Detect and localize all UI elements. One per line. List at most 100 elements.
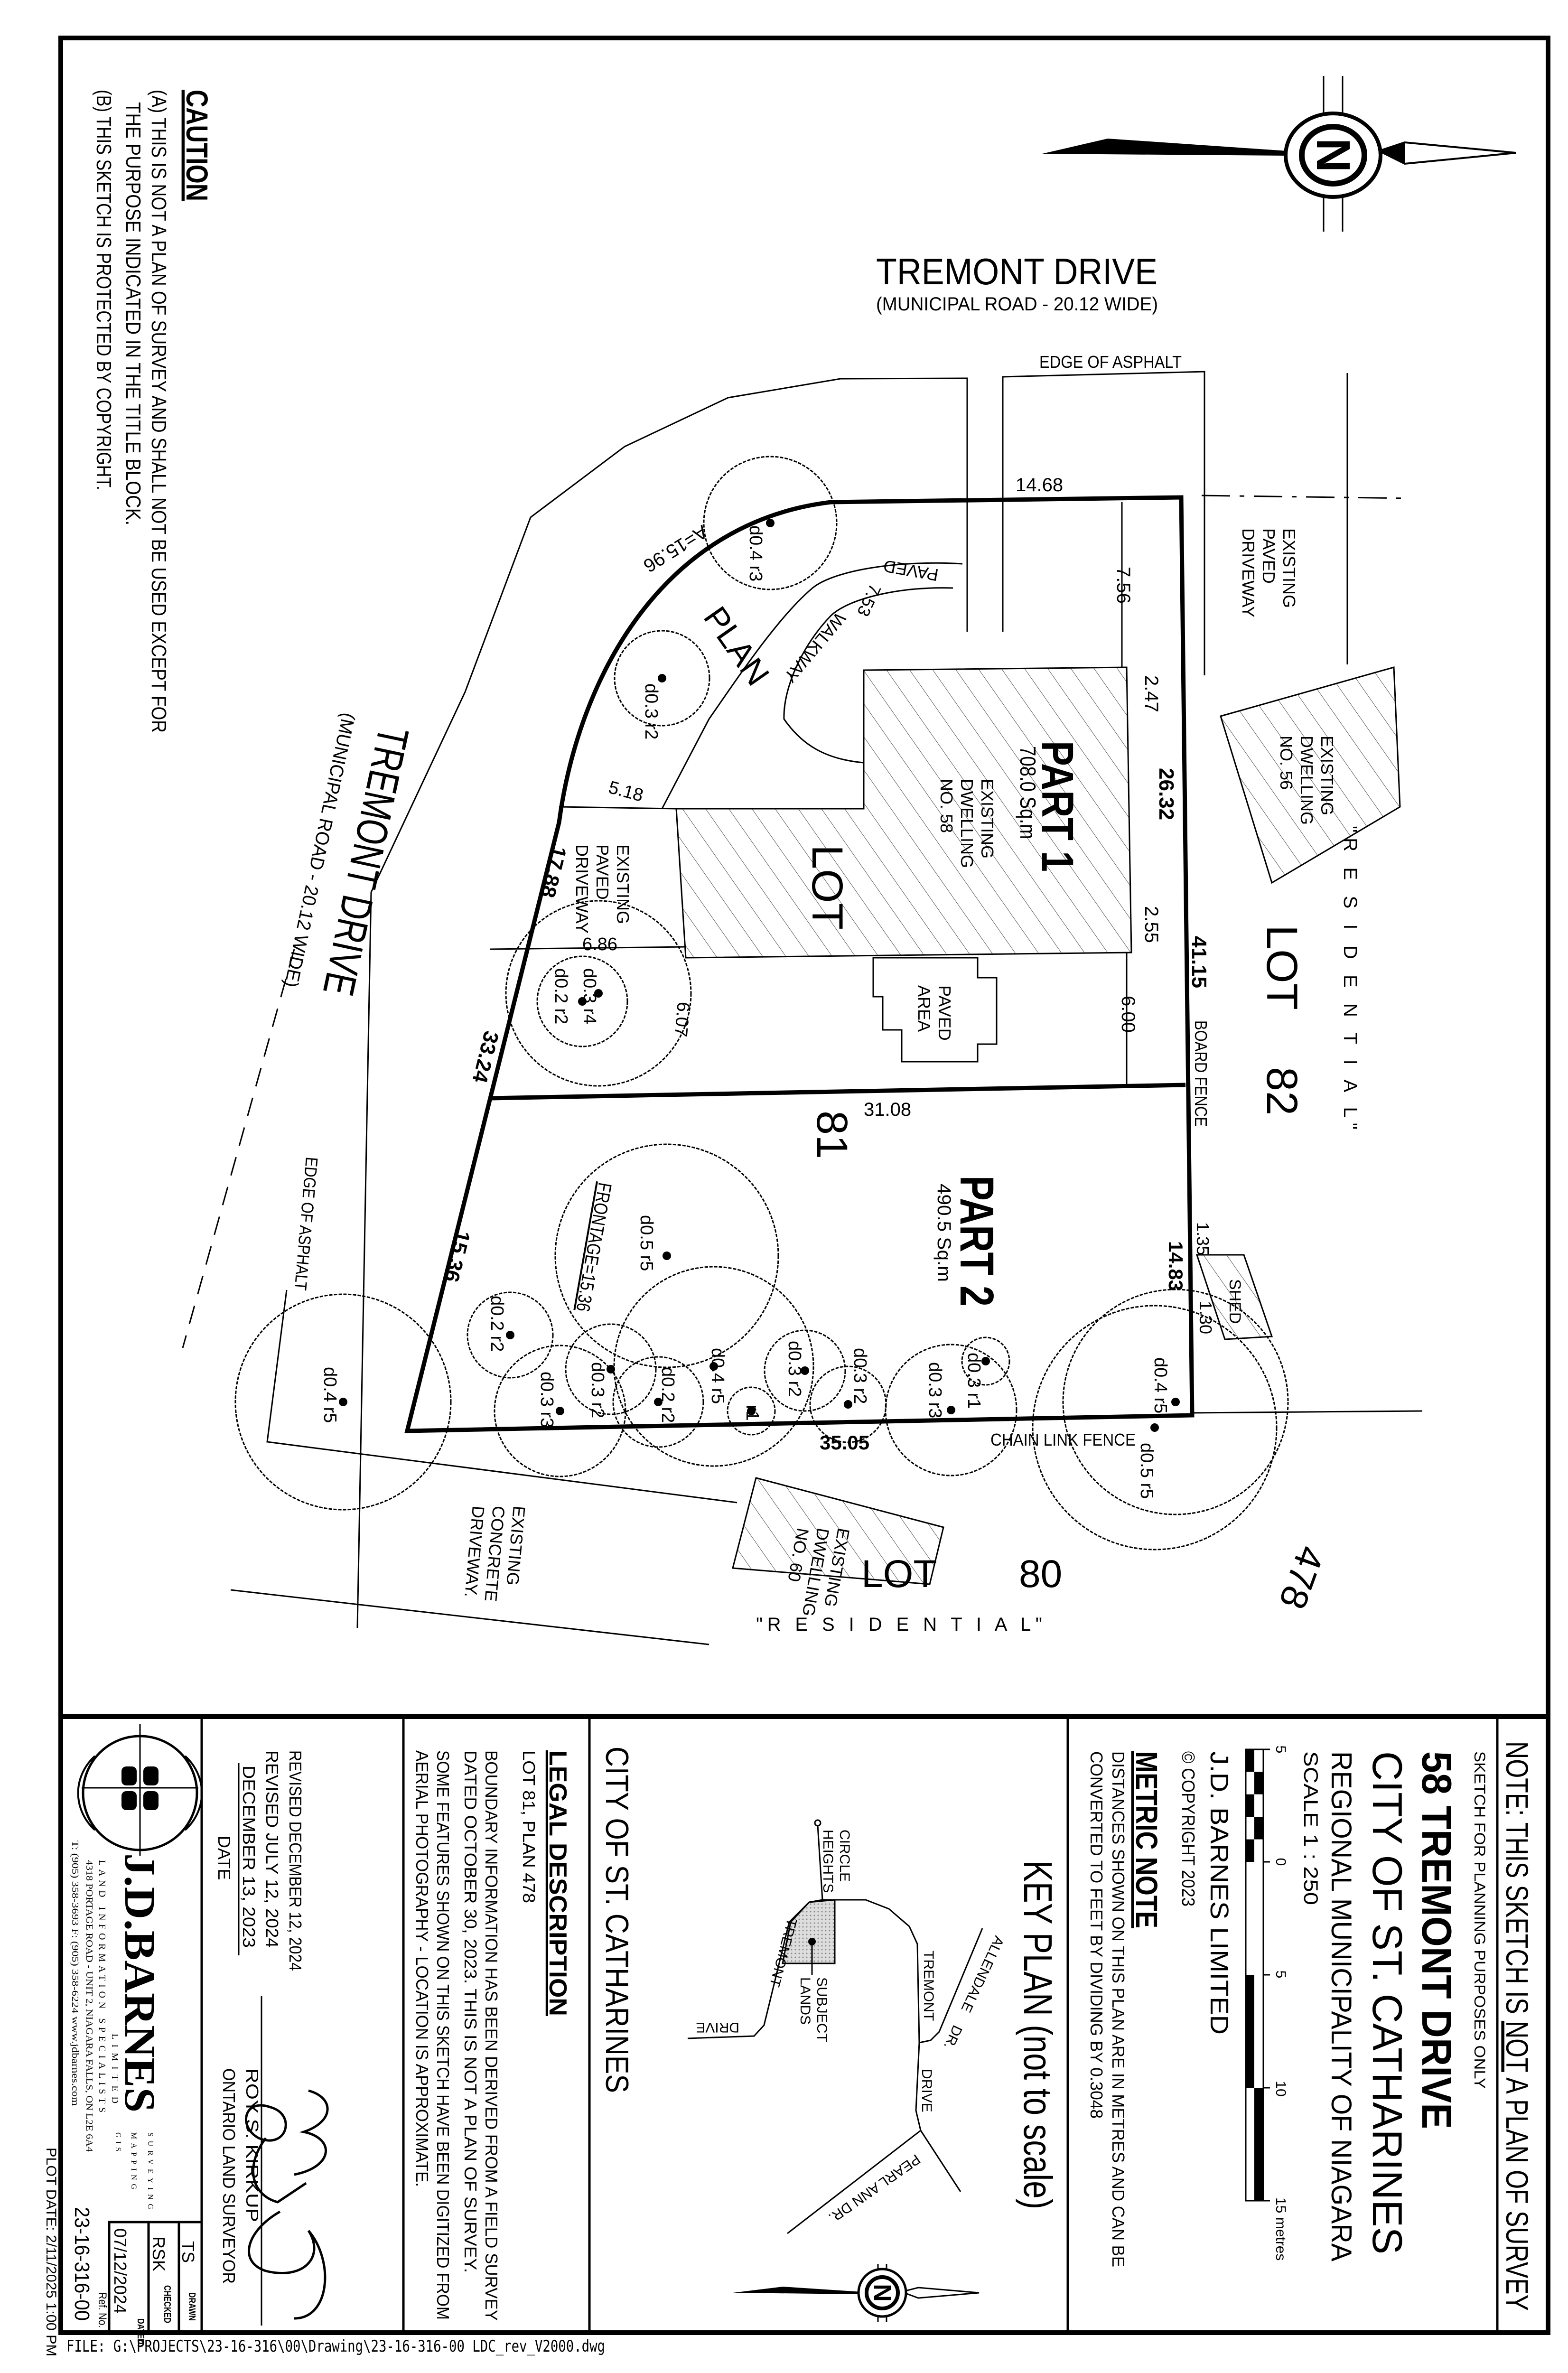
legal-lot-plan: LOT 81, PLAN 478: [519, 1750, 539, 1903]
dim-2-47: 2.47: [1141, 675, 1162, 712]
caution-heading: CAUTION: [180, 90, 214, 201]
tree-trunk-dot: [747, 1407, 756, 1415]
tree-trunk-dot: [709, 1362, 718, 1371]
scale-block: [1254, 1817, 1263, 1840]
tree-canopy-icon: [727, 1386, 776, 1436]
caution-line-b: (B) THIS SKETCH IS PROTECTED BY COPYRIGH…: [92, 90, 115, 490]
key-plan-pearl-ann-road: [787, 2130, 921, 2234]
tree-label: r1: [742, 1405, 762, 1421]
dim-41-15: 41.15: [1187, 936, 1211, 988]
cul-de-sac-icon: [814, 1819, 821, 1827]
tree-trunk-dot: [1150, 1423, 1159, 1432]
original-date: DECEMBER 13, 2023: [239, 1766, 259, 1948]
tree-label: d0.5 r5: [1137, 1443, 1157, 1499]
lot-81-word: LOT: [803, 845, 851, 930]
legal-line: SOME FEATURES SHOWN ON THIS SKETCH HAVE …: [433, 1750, 453, 2320]
tree: d0.3 r1: [961, 1336, 1010, 1409]
key-plan-circle-heights: CIRCLE: [837, 1830, 852, 1882]
paved-area-outline: [872, 957, 998, 1063]
key-plan-circle-heights: HEIGHTS: [820, 1830, 836, 1893]
tree-label: d0.4 r3: [746, 525, 765, 581]
lot-80-word: LOT: [861, 1552, 937, 1596]
caution-line-a1: (A) THIS IS NOT A PLAN OF SURVEY AND SHA…: [147, 90, 170, 733]
north-arrow-icon: N: [1042, 76, 1516, 232]
shed-label: SHED: [1226, 1279, 1244, 1324]
logo-service: MAPPING: [130, 2132, 138, 2189]
surveyor-title: ONTARIO LAND SURVEYOR: [219, 2068, 239, 2284]
tree-label: d0.2 r2: [551, 968, 571, 1024]
paved-area-label: PAVED: [935, 985, 954, 1041]
subject-lands-area: [782, 1899, 836, 1964]
tree-label: d0.3 r4: [579, 968, 599, 1024]
legal-line: AERIAL PHOTOGRAPHY - LOCATION IS APPROXI…: [412, 1750, 432, 2187]
tree: d0.5 r5: [554, 1143, 779, 1368]
scale-block: [1246, 1794, 1254, 1817]
copyright: © COPYRIGHT 2023: [1178, 1751, 1198, 1906]
dim-7-56: 7.56: [1113, 567, 1134, 604]
tree-label: d0.3 r3: [537, 1372, 557, 1428]
key-plan-subject-lands: SUBJECT: [814, 1977, 830, 2042]
tree-label: d0.4 r5: [1150, 1357, 1170, 1413]
tree: d0.3 r2: [614, 630, 710, 739]
legal-description: LEGAL DESCRIPTION LOT 81, PLAN 478 BOUND…: [412, 1750, 571, 2321]
dwelling-58-label: EXISTING: [978, 779, 997, 859]
north-label: N: [1307, 138, 1360, 172]
note-banner: NOTE: THIS SKETCH IS NOT A PLAN OF SURVE…: [1500, 1741, 1535, 2311]
metric-note-line: DISTANCES SHOWN ON THIS PLAN ARE IN METR…: [1109, 1751, 1128, 2267]
dwelling-58-footprint: [675, 666, 1132, 959]
dim-14-83: 14.83: [1165, 1241, 1187, 1291]
tree-label: d0.3 r2: [641, 683, 661, 739]
key-plan-tremont-road: [687, 1899, 961, 2192]
key-plan-circle-heights-road: [817, 1825, 823, 1900]
key-plan-title: KEY PLAN (not to scale): [1016, 1860, 1060, 2209]
tree-canopy-icon: [703, 456, 838, 590]
key-plan-city: CITY OF ST. CATHARINES: [599, 1747, 635, 2093]
dim-26-32: 26.32: [1155, 768, 1178, 820]
scale-ratio: SCALE 1 : 250: [1300, 1751, 1322, 1905]
tree-canopy-icon: [554, 1143, 779, 1368]
tree-canopy-icon: [764, 1329, 846, 1412]
ref-label: Ref. No.: [96, 2292, 109, 2328]
key-plan-tremont-right: TREMONT: [921, 1951, 936, 2021]
scale-block: [1246, 1862, 1254, 1975]
drawn-value: TS: [178, 2241, 198, 2263]
tree-label: d0.2 r2: [487, 1296, 507, 1352]
tree: d0.3 r3: [494, 1345, 626, 1477]
part-2-label: PART 2: [950, 1176, 1003, 1307]
dim-17-88: 17.88: [536, 844, 571, 900]
tree: d0.2 r2: [612, 1356, 704, 1448]
checked-value: RSK: [149, 2236, 168, 2271]
key-plan-drive-right: DRIVE: [919, 2069, 934, 2112]
tree-label: d0.3 r3: [925, 1362, 945, 1418]
driveway-left-label: DRIVEWAY: [572, 844, 592, 934]
scale-tick-label: 5: [1273, 1971, 1288, 1979]
tree-trunk-dot: [594, 989, 603, 998]
key-plan: KEY PLAN (not to scale) CITY OF ST. CATH…: [599, 1747, 1060, 2322]
tree-label: d0.3 r2: [850, 1348, 870, 1404]
dim-15-36: 15.36: [439, 1228, 475, 1285]
lot-boundary: [404, 495, 1195, 1433]
revision-entry: REVISED DECEMBER 12, 2024: [286, 1750, 305, 1971]
scale-block: [1246, 1772, 1254, 1794]
tree: d0.4 r5: [1062, 1289, 1289, 1515]
part-1-label: PART 1: [1032, 741, 1083, 872]
top-road-width: (MUNICIPAL ROAD - 20.12 WIDE): [876, 294, 1158, 315]
tree-trunk-dot: [506, 1331, 514, 1339]
tree: d0.3 r2: [565, 1323, 657, 1418]
key-plan-subject-lands: LANDS: [797, 1977, 813, 2025]
checked-label: CHECKED: [162, 2285, 172, 2323]
scale-block: [1254, 1975, 1263, 2088]
dim-2-55: 2.55: [1141, 906, 1162, 943]
dim-6-00: 6.00: [1118, 996, 1139, 1033]
key-plan-allendale-road: [919, 1928, 983, 2044]
tree: d0.3 r3: [885, 1344, 1017, 1476]
scale-tick-label: 5: [1273, 1746, 1288, 1754]
driveway-top-label: DRIVEWAY: [1239, 528, 1258, 617]
tree: d0.2 r2: [536, 955, 628, 1047]
tree-canopy-icon: [612, 1356, 704, 1448]
revision-entry: REVISED JULY 12, 2024: [262, 1750, 282, 1948]
tree-trunk-dot: [556, 1407, 564, 1415]
tree-trunk-dot: [663, 1252, 671, 1260]
drawing-info-table: TS DRAWN RSK CHECKED 07/12/2024 DATED: R…: [70, 2207, 202, 2347]
